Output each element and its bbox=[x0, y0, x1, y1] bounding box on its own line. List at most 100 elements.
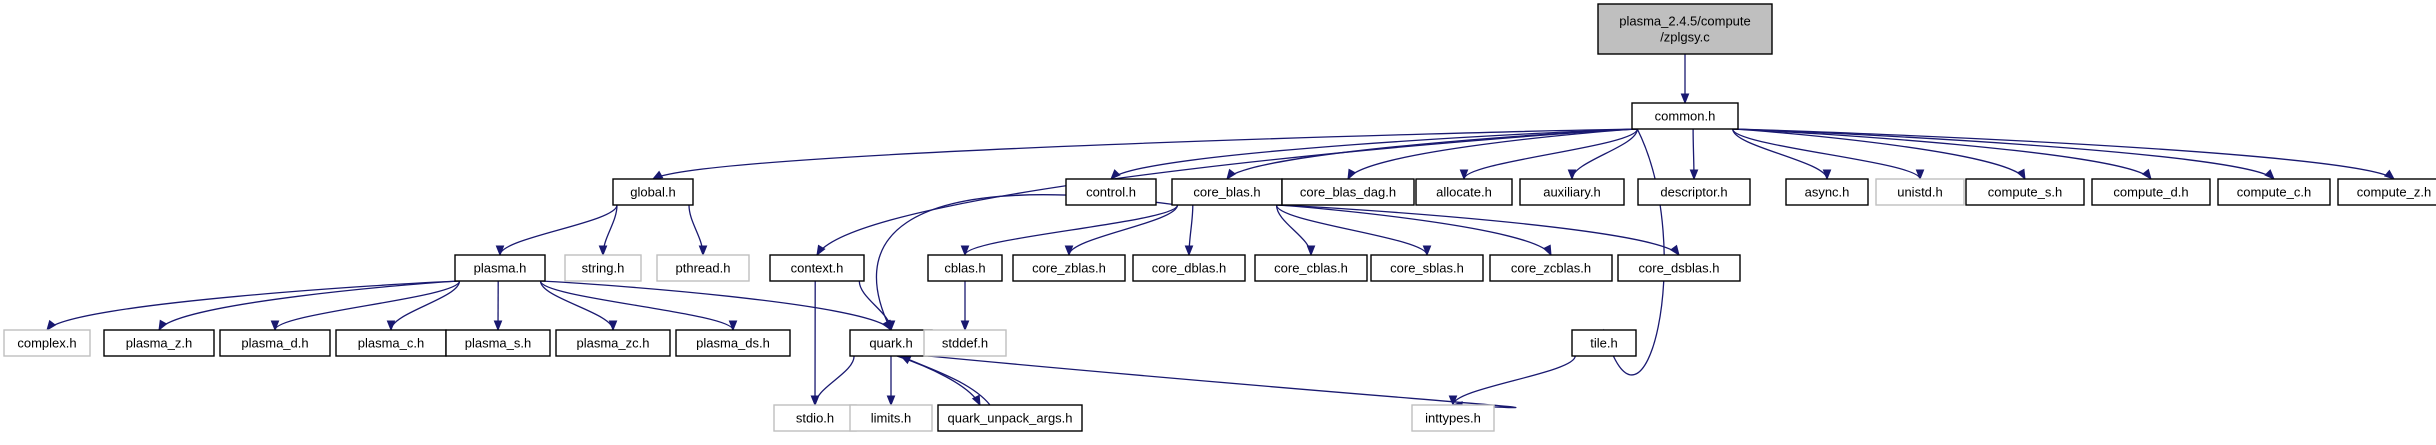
node-label: plasma_c.h bbox=[358, 336, 424, 351]
node-allocate[interactable]: allocate.h bbox=[1415, 178, 1513, 206]
node-box bbox=[923, 329, 1007, 357]
node-box bbox=[937, 404, 1083, 432]
edge-line bbox=[1068, 204, 1179, 256]
node-box bbox=[1281, 178, 1415, 206]
node-box bbox=[675, 329, 791, 357]
node-context[interactable]: context.h bbox=[769, 254, 865, 282]
node-label: compute_c.h bbox=[2237, 185, 2311, 200]
node-descriptor[interactable]: descriptor.h bbox=[1637, 178, 1751, 206]
node-core-blas-dag[interactable]: core_blas_dag.h bbox=[1281, 178, 1415, 206]
node-label: global.h bbox=[630, 185, 676, 200]
node-cblas[interactable]: cblas.h bbox=[927, 254, 1003, 282]
arrowhead bbox=[698, 245, 708, 257]
node-common[interactable]: common.h bbox=[1631, 102, 1739, 130]
node-compute-c[interactable]: compute_c.h bbox=[2217, 178, 2331, 206]
edge-quark-to-inttypes bbox=[927, 355, 1517, 410]
node-box bbox=[1370, 254, 1484, 282]
node-core-dblas[interactable]: core_dblas.h bbox=[1132, 254, 1246, 282]
node-plasma[interactable]: plasma.h bbox=[454, 254, 546, 282]
edge-line bbox=[1732, 128, 2026, 180]
node-core-zcblas[interactable]: core_zcblas.h bbox=[1489, 254, 1613, 282]
node-tile[interactable]: tile.h bbox=[1571, 329, 1637, 357]
edge-line bbox=[1347, 128, 1638, 180]
edge-line bbox=[274, 280, 461, 331]
node-label: common.h bbox=[1655, 109, 1716, 124]
edge-line bbox=[1452, 355, 1576, 406]
arrowhead bbox=[1422, 245, 1432, 257]
edge-line bbox=[1276, 204, 1680, 256]
arrowhead bbox=[493, 320, 503, 332]
arrowhead bbox=[810, 395, 820, 407]
node-auxiliary[interactable]: auxiliary.h bbox=[1519, 178, 1625, 206]
edge-core-blas-to-core-sblas bbox=[1275, 204, 1432, 257]
arrowhead bbox=[158, 319, 168, 332]
node-plasma-z[interactable]: plasma_z.h bbox=[103, 329, 215, 357]
arrowhead bbox=[960, 320, 970, 332]
node-plasma-zc[interactable]: plasma_zc.h bbox=[555, 329, 671, 357]
node-quark-unpack-args[interactable]: quark_unpack_args.h bbox=[937, 404, 1083, 432]
edge-quark-to-limits bbox=[886, 355, 896, 407]
node-compute-s[interactable]: compute_s.h bbox=[1965, 178, 2085, 206]
edges-layer bbox=[46, 53, 2396, 410]
arrowhead bbox=[270, 320, 280, 332]
node-box bbox=[1571, 329, 1637, 357]
edge-quark-to-quark-unpack-args bbox=[896, 355, 981, 407]
node-box bbox=[219, 329, 331, 357]
node-box bbox=[1637, 178, 1751, 206]
node-label: core_blas_dag.h bbox=[1300, 185, 1396, 200]
node-label: async.h bbox=[1805, 185, 1850, 200]
node-label: plasma_z.h bbox=[126, 336, 192, 351]
arrowhead bbox=[1459, 169, 1469, 181]
node-core-dsblas[interactable]: core_dsblas.h bbox=[1617, 254, 1741, 282]
node-label: compute_z.h bbox=[2357, 185, 2431, 200]
node-label: control.h bbox=[1086, 185, 1136, 200]
edge-plasma-to-plasma-zc bbox=[539, 280, 618, 332]
node-control[interactable]: control.h bbox=[1065, 178, 1157, 206]
arrowhead bbox=[386, 320, 396, 332]
edge-global-to-pthread bbox=[688, 204, 708, 257]
arrowhead bbox=[1184, 245, 1194, 257]
edge-line bbox=[1226, 128, 1638, 180]
node-box bbox=[1489, 254, 1613, 282]
node-core-cblas[interactable]: core_cblas.h bbox=[1254, 254, 1368, 282]
node-label: quark.h bbox=[869, 336, 912, 351]
node-label: core_dblas.h bbox=[1152, 261, 1226, 276]
node-box bbox=[612, 178, 694, 206]
edge-common-to-core-blas bbox=[1226, 128, 1638, 181]
node-compute-d[interactable]: compute_d.h bbox=[2091, 178, 2211, 206]
edge-line bbox=[46, 280, 460, 331]
node-label: core_zblas.h bbox=[1032, 261, 1106, 276]
node-box bbox=[1597, 3, 1773, 55]
node-label: string.h bbox=[582, 261, 625, 276]
node-box bbox=[773, 404, 857, 432]
node-box bbox=[2217, 178, 2331, 206]
node-core-blas[interactable]: core_blas.h bbox=[1171, 178, 1283, 206]
edge-cblas-to-stddef bbox=[960, 281, 970, 332]
node-root[interactable]: plasma_2.4.5/compute/zplgsy.c bbox=[1597, 3, 1773, 55]
node-core-sblas[interactable]: core_sblas.h bbox=[1370, 254, 1484, 282]
arrowhead bbox=[1689, 169, 1699, 181]
arrowhead bbox=[2383, 169, 2396, 180]
node-box bbox=[564, 254, 642, 282]
edge-common-to-async bbox=[1732, 128, 1832, 181]
node-async[interactable]: async.h bbox=[1785, 178, 1869, 206]
edge-line bbox=[927, 355, 1517, 409]
node-plasma-s[interactable]: plasma_s.h bbox=[445, 329, 551, 357]
node-box bbox=[849, 404, 933, 432]
edge-quark-to-stdio bbox=[810, 355, 855, 407]
node-core-zblas[interactable]: core_zblas.h bbox=[1012, 254, 1126, 282]
node-quark[interactable]: quark.h bbox=[849, 329, 933, 357]
node-plasma-c[interactable]: plasma_c.h bbox=[335, 329, 447, 357]
edge-line bbox=[539, 280, 734, 331]
edge-line bbox=[814, 355, 855, 406]
node-compute-z[interactable]: compute_z.h bbox=[2337, 178, 2436, 206]
arrowhead bbox=[728, 320, 738, 332]
edge-plasma-to-plasma-d bbox=[270, 280, 461, 332]
edge-common-to-compute-z bbox=[1732, 128, 2396, 180]
node-plasma-d[interactable]: plasma_d.h bbox=[219, 329, 331, 357]
arrowhead bbox=[1822, 169, 1832, 181]
edge-line bbox=[964, 204, 1179, 256]
edge-tile-to-inttypes bbox=[1448, 355, 1576, 407]
node-plasma-ds[interactable]: plasma_ds.h bbox=[675, 329, 791, 357]
node-global[interactable]: global.h bbox=[612, 178, 694, 206]
